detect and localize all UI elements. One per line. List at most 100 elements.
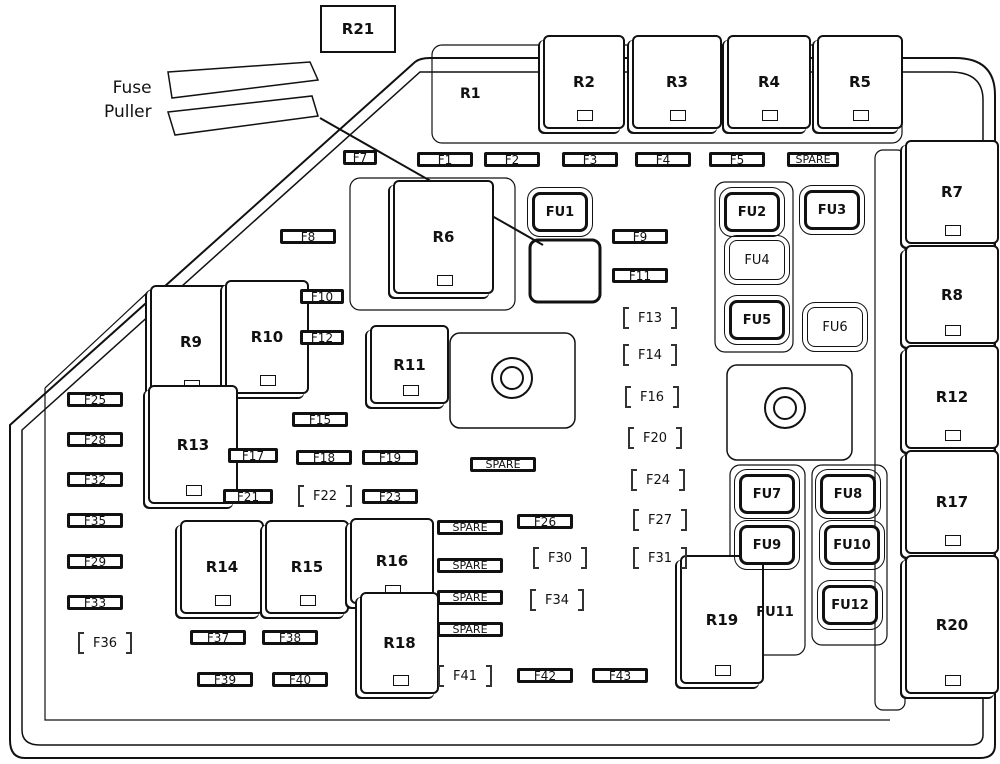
label: F37	[206, 630, 230, 645]
fuse-spare: SPARE	[437, 590, 503, 605]
label: F26	[533, 514, 557, 529]
label: R15	[290, 558, 324, 576]
empty-slot-f16: F16	[625, 386, 679, 408]
label: F17	[241, 448, 265, 463]
label: F23	[378, 489, 402, 504]
fuse-f32: F32	[67, 472, 123, 487]
label: F33	[83, 595, 107, 610]
relay-r13: R13	[148, 385, 238, 504]
label: SPARE	[452, 521, 488, 534]
label: F34	[544, 592, 570, 608]
relay-r12: R12	[905, 345, 999, 449]
relay-r10: R10	[225, 280, 309, 394]
fuse-f35: F35	[67, 513, 123, 528]
label: F43	[608, 668, 632, 683]
fuse-f29: F29	[67, 554, 123, 569]
label: F27	[647, 512, 673, 528]
fuse-f39: F39	[197, 672, 253, 687]
fuse-f28: F28	[67, 432, 123, 447]
relay-tab	[945, 225, 961, 236]
label: FU8	[833, 486, 863, 502]
label: F42	[533, 668, 557, 683]
relay-tab	[260, 375, 276, 386]
label: R17	[935, 493, 969, 511]
relay-r16: R16	[350, 518, 434, 604]
relay-r17: R17	[905, 450, 999, 554]
empty-slot-f24: F24	[631, 469, 685, 491]
label: F39	[213, 672, 237, 687]
label: R3	[666, 73, 688, 91]
label: FU4	[744, 252, 770, 268]
relay-tab	[402, 385, 419, 396]
label: R20	[935, 615, 969, 634]
label: F20	[642, 430, 668, 446]
fuse-f9: F9	[612, 229, 668, 244]
empty-slot-f14: F14	[623, 344, 677, 366]
empty-slot-f41: F41	[438, 665, 492, 687]
fuse-f7: F7	[343, 150, 377, 165]
empty-slot-f34: F34	[530, 589, 584, 611]
empty-slot-f30: F30	[533, 547, 587, 569]
label: SPARE	[452, 559, 488, 572]
label: F1	[437, 152, 453, 167]
label: F2	[504, 152, 520, 167]
relay-r5: R5	[817, 35, 903, 129]
fuse-f26: F26	[517, 514, 573, 529]
relay-r18: R18	[360, 592, 439, 694]
fuse-spare: SPARE	[437, 520, 503, 535]
relay-r15: R15	[265, 520, 349, 614]
relay-r1: R1	[460, 86, 481, 102]
empty-slot-f20: F20	[628, 427, 682, 449]
label: R2	[573, 73, 595, 91]
label: F38	[278, 630, 302, 645]
label: FU2	[737, 204, 767, 220]
fuse-fu7: FU7	[734, 469, 800, 519]
label: F9	[632, 229, 648, 244]
relay-r19: R19	[680, 555, 764, 684]
label: R4	[758, 73, 780, 91]
label: F40	[288, 672, 312, 687]
relay-tab	[215, 595, 231, 606]
fuse-fu10: FU10	[819, 520, 885, 570]
fuse-puller-line2: Puller	[104, 102, 152, 122]
fuse-fu4: FU4	[724, 235, 790, 285]
label: F32	[83, 472, 107, 487]
label: F36	[92, 635, 118, 651]
empty-slot-f27: F27	[633, 509, 687, 531]
label: FU9	[752, 537, 782, 553]
label: FU5	[742, 312, 772, 328]
fuse-f43: F43	[592, 668, 648, 683]
relay-r3: R3	[632, 35, 722, 129]
fuse-spare: SPARE	[437, 622, 503, 637]
fuse-f12: F12	[300, 330, 344, 345]
label: R5	[849, 73, 871, 91]
label: FU1	[545, 204, 575, 220]
label: F25	[83, 392, 107, 407]
relay-tab	[945, 325, 961, 336]
relay-tab	[945, 535, 961, 546]
fuse-fu11: FU11	[747, 592, 803, 632]
fuse-f37: F37	[190, 630, 246, 645]
label: R1	[460, 86, 481, 102]
label: F21	[236, 489, 260, 504]
relay-r4: R4	[727, 35, 811, 129]
label: SPARE	[795, 153, 831, 166]
label: FU3	[817, 202, 847, 218]
label: F5	[729, 152, 745, 167]
label: FU11	[756, 604, 794, 620]
relay-tab	[945, 675, 961, 686]
label: R10	[250, 328, 284, 346]
relay-tab	[670, 110, 686, 121]
label: R16	[375, 552, 409, 570]
label: F7	[352, 150, 368, 165]
fuse-f17: F17	[228, 448, 278, 463]
fuse-f18: F18	[296, 450, 352, 465]
relay-r6: R6	[393, 180, 494, 294]
fuse-fu12: FU12	[817, 580, 883, 630]
label: F8	[300, 229, 316, 244]
fuse-f25: F25	[67, 392, 123, 407]
label: FU12	[831, 597, 869, 613]
label: F24	[645, 472, 671, 488]
relay-r11: R11	[370, 325, 449, 404]
